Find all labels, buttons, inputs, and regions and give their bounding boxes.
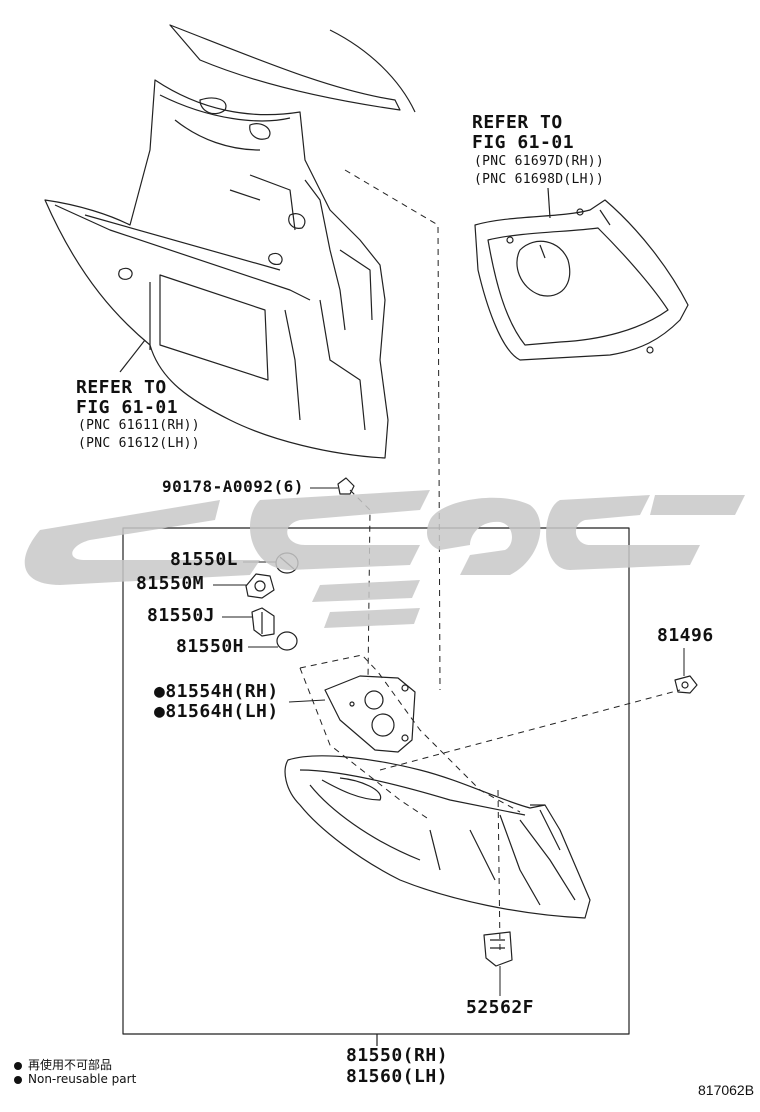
legend-cn-text: 再使用不可部品 bbox=[28, 1058, 113, 1072]
part-label-81550j[interactable]: 81550J bbox=[147, 605, 216, 626]
tail-lamp-81550 bbox=[284, 755, 591, 919]
legend-en-text: Non-reusable part bbox=[28, 1072, 137, 1086]
legend-en: Non-reusable part bbox=[14, 1072, 136, 1086]
part-label-81550-rh[interactable]: 81550(RH) bbox=[346, 1045, 449, 1066]
part-label-81550l[interactable]: 81550L bbox=[170, 549, 239, 570]
gasket-81554h bbox=[324, 675, 416, 753]
inner-panel-drawing bbox=[474, 199, 689, 361]
part-label-52562f[interactable]: 52562F bbox=[466, 997, 535, 1018]
ref-left-line4: (PNC 61612(LH)) bbox=[78, 436, 200, 451]
bullet-icon bbox=[14, 1075, 22, 1084]
part-label-81496[interactable]: 81496 bbox=[657, 625, 714, 646]
leader-lines bbox=[213, 487, 685, 996]
ref-upper-right-line1: REFER TO bbox=[472, 112, 563, 133]
socket-81550m bbox=[245, 573, 275, 599]
ref-left-line1: REFER TO bbox=[76, 377, 167, 398]
ref-left-line2: FIG 61-01 bbox=[76, 397, 179, 418]
part-label-81550h[interactable]: 81550H bbox=[176, 636, 245, 657]
ref-left-line3: (PNC 61611(RH)) bbox=[78, 418, 200, 433]
watermark bbox=[24, 490, 746, 628]
clip-90178 bbox=[337, 477, 355, 495]
quarter-panel-drawing bbox=[44, 24, 416, 459]
assembly-frame bbox=[122, 527, 630, 1035]
leader-upper-right bbox=[547, 187, 551, 219]
clip-52562f bbox=[483, 931, 513, 967]
figure-code: 817062B bbox=[698, 1082, 755, 1098]
ref-upper-right-line3: (PNC 61697D(RH)) bbox=[474, 154, 605, 169]
part-label-90178[interactable]: 90178-A0092(6) bbox=[162, 477, 304, 496]
ref-upper-right-line2: FIG 61-01 bbox=[472, 132, 575, 153]
clip-81496 bbox=[674, 675, 698, 694]
leader-left bbox=[119, 339, 146, 373]
part-label-81560-lh[interactable]: 81560(LH) bbox=[346, 1066, 449, 1087]
part-label-81550m[interactable]: 81550M bbox=[136, 573, 205, 594]
part-label-81554h[interactable]: ●81554H(RH) bbox=[154, 681, 279, 702]
ref-upper-right-line4: (PNC 61698D(LH)) bbox=[474, 172, 605, 187]
legend-cn: 再使用不可部品 bbox=[14, 1056, 112, 1073]
bullet-icon bbox=[14, 1061, 22, 1070]
socket-81550j bbox=[251, 607, 275, 637]
part-label-81564h[interactable]: ●81564H(LH) bbox=[154, 701, 279, 722]
bulb-81550h bbox=[276, 631, 298, 651]
